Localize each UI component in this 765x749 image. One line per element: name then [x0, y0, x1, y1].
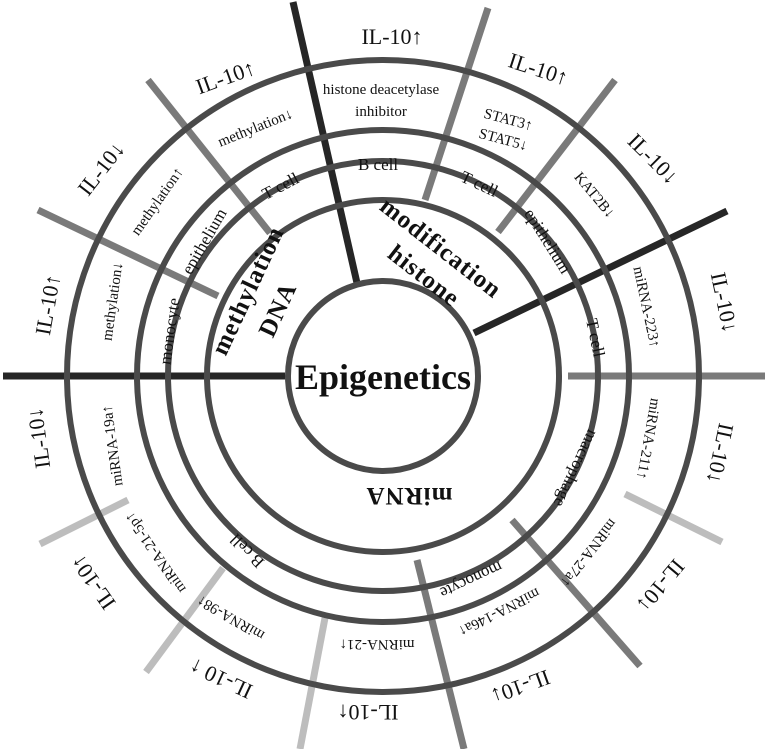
outcome-right: IL-10↓ [702, 421, 739, 486]
outcome-upper-left: IL-10↓ [72, 137, 129, 201]
category-mirna: miRNA [366, 482, 453, 509]
mechanism-hdac-inhibitor-line1: histone deacetylase [323, 82, 440, 98]
ring-cell [165, 158, 601, 594]
mechanism-mirna-21: miRNA-21↑ [340, 636, 415, 652]
main-divider-top [289, 1, 361, 284]
ring-mechanism [134, 127, 632, 625]
ring-category [204, 197, 562, 555]
mechanism-methylation-left: methylation↓ [100, 261, 127, 342]
mechanism-mirna-223: miRNA-223↑ [630, 265, 663, 349]
outcome-lower-left: IL-10↑ [65, 550, 121, 614]
cell-t-cell-dna: T cell [259, 169, 302, 204]
cell-b-cell-histone: B cell [358, 155, 398, 174]
mechanism-mirna-27a: miRNA-27a↑ [557, 515, 620, 589]
cell-t-cell-histone: T cell [458, 167, 502, 201]
divider-bottom-right-1 [509, 517, 643, 669]
mechanism-mirna-19a: miRNA-19a↑ [99, 404, 126, 487]
outcome-left: IL-10↑ [30, 272, 65, 337]
cell-monocyte: monocyte [155, 297, 183, 366]
outcome-right-upper: IL-10↓ [706, 270, 743, 335]
ring-outer [64, 57, 702, 695]
outcome-bottom: IL-10↑ [337, 700, 398, 725]
divider-bottom-right-2 [413, 559, 468, 749]
outcome-top: IL-10↑ [361, 24, 422, 49]
outcome-top-right: IL-10↑ [505, 48, 571, 91]
mechanism-hdac-inhibitor-line2: inhibitor [355, 104, 407, 120]
divider-left-lower [38, 496, 130, 548]
divider-right-lower [623, 490, 724, 546]
rings [64, 57, 702, 695]
ring-center [285, 278, 481, 474]
mechanism-methylation-top-left: methylation↓ [216, 106, 295, 150]
center-label: Epigenetics [295, 357, 471, 397]
outcome-left-lower: IL-10↓ [22, 406, 55, 470]
mechanism-mirna-211: miRNA-211↑ [633, 397, 663, 480]
cell-t-cell-histone-2: T cell [582, 317, 609, 359]
mechanism-kat2b: KAT2B↓ [571, 170, 618, 222]
main-divider-right [472, 207, 729, 337]
mechanism-mirna-21-5p: miRNA-21-5p↑ [122, 509, 190, 596]
divider-top-left [145, 77, 273, 236]
category-labels: methylation DNA modification histone miR… [207, 192, 507, 509]
cell-epithelium-dna: epithelium [178, 205, 231, 277]
